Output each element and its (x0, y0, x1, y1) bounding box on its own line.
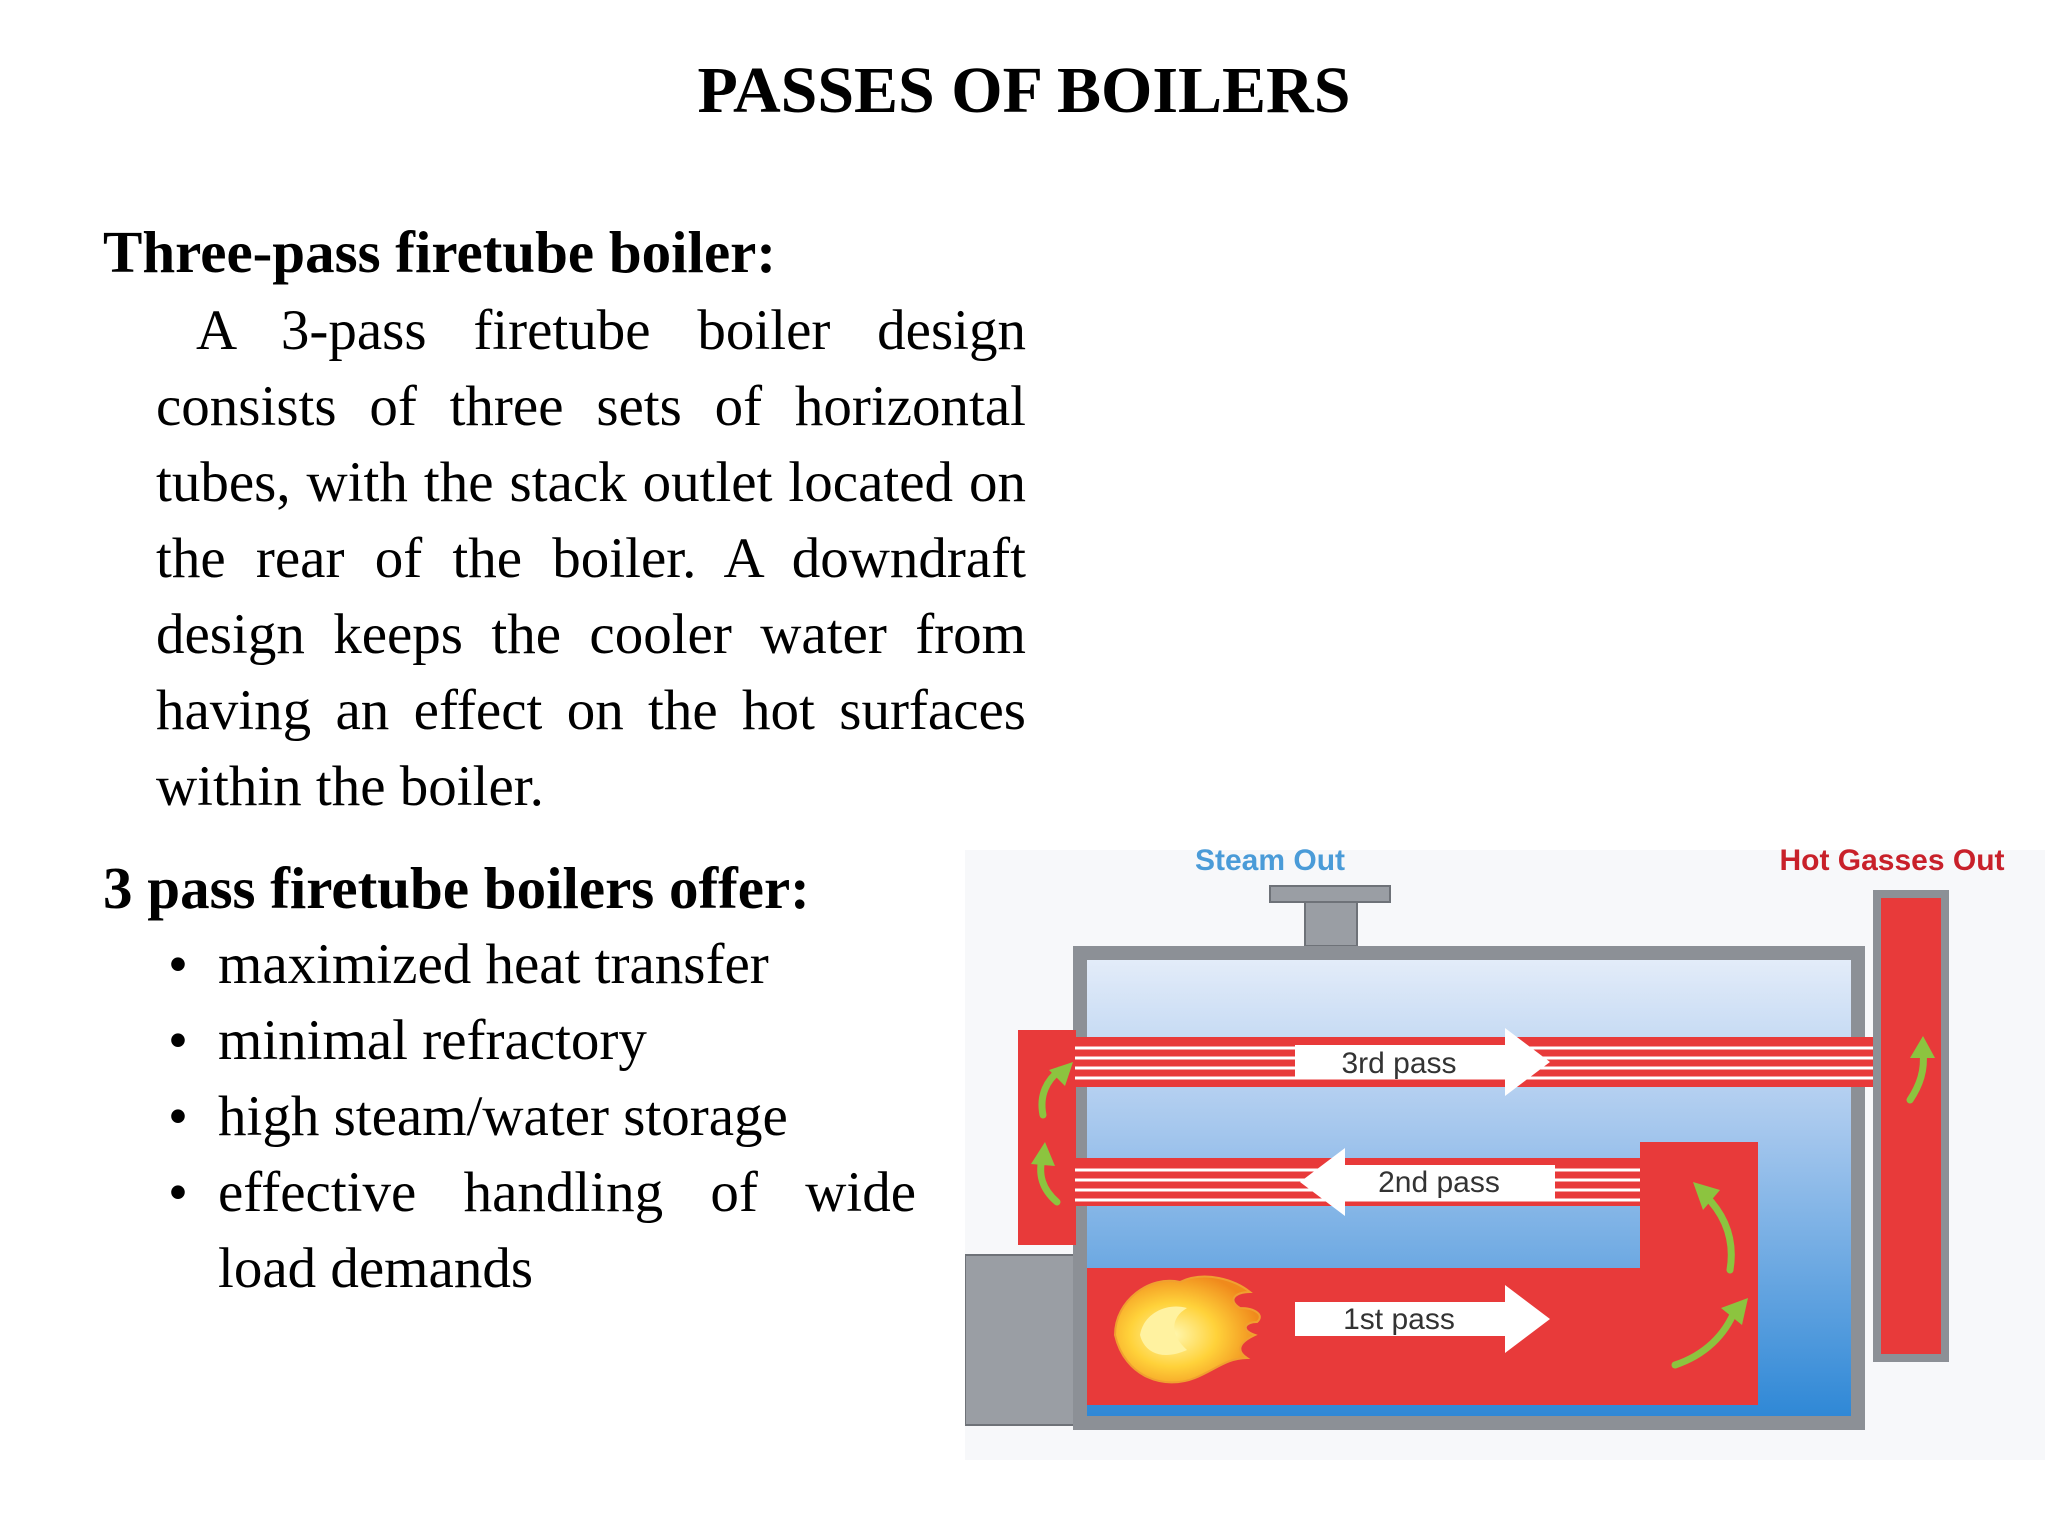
third-pass-arrow-icon (1295, 1028, 1550, 1096)
hot-gasses-out-label: Hot Gasses Out (1779, 844, 2004, 877)
first-pass-label: 1st pass (1343, 1303, 1455, 1336)
list-item: •high steam/water storage (156, 1079, 916, 1155)
bullet-icon: • (168, 1085, 188, 1148)
first-pass-arrow-icon (1295, 1285, 1550, 1353)
bullet-icon: • (168, 1161, 188, 1224)
section-heading-offers: 3 pass firetube boilers offer: (103, 855, 810, 921)
section-heading-three-pass: Three-pass firetube boiler: (103, 219, 776, 285)
description-paragraph: A 3-pass firetube boiler design consists… (156, 293, 1026, 825)
steam-nozzle-flange (1269, 885, 1391, 903)
rear-up-arrow-icon-2 (1701, 1191, 1735, 1274)
list-item: •effective handling of wide load demands (156, 1155, 916, 1307)
steam-nozzle (1304, 901, 1358, 947)
rear-up-arrow-icon-1 (1671, 1306, 1739, 1369)
boiler-diagram-svg: Steam Out Hot Gasses Out (965, 844, 2045, 1460)
bullet-icon: • (168, 933, 188, 996)
third-pass-label: 3rd pass (1341, 1047, 1456, 1080)
burner-flame-icon (1113, 1275, 1261, 1384)
description-text: A 3-pass firetube boiler design consists… (156, 299, 1026, 818)
stack-gas (1881, 898, 1941, 1354)
rear-turnaround-chamber (1640, 1142, 1758, 1405)
flow-arrowheads (1031, 1036, 1935, 1325)
page-title: PASSES OF BOILERS (697, 54, 1351, 127)
second-pass-label: 2nd pass (1378, 1166, 1500, 1199)
front-smoke-box (1018, 1030, 1076, 1245)
steam-out-label: Steam Out (1195, 844, 1345, 877)
benefits-list: •maximized heat transfer •minimal refrac… (156, 927, 916, 1307)
boiler-diagram: Steam Out Hot Gasses Out (965, 830, 2045, 1460)
bullet-icon: • (168, 1009, 188, 1072)
second-pass-arrow-icon (1300, 1148, 1555, 1216)
list-item: •maximized heat transfer (156, 927, 916, 1003)
burner-housing (965, 1254, 1081, 1426)
list-item: •minimal refractory (156, 1003, 916, 1079)
